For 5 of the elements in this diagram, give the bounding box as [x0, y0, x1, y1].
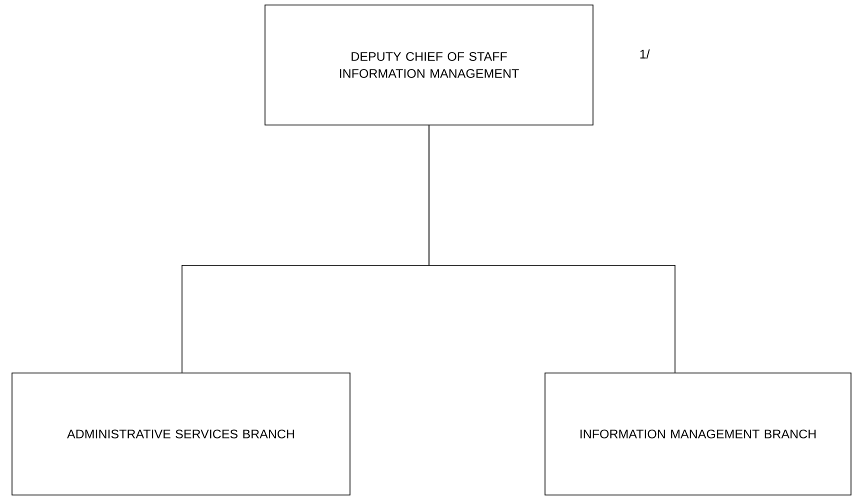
org-box: ADMINISTRATIVE SERVICES BRANCH — [12, 372, 350, 496]
footnote-mark: 1/ — [640, 49, 650, 59]
org-box: DEPUTY CHIEF OF STAFF INFORMATION MANAGEMENT — [264, 4, 594, 126]
connector-line — [428, 124, 676, 373]
org-box: INFORMATION MANAGEMENT BRANCH — [544, 372, 852, 496]
